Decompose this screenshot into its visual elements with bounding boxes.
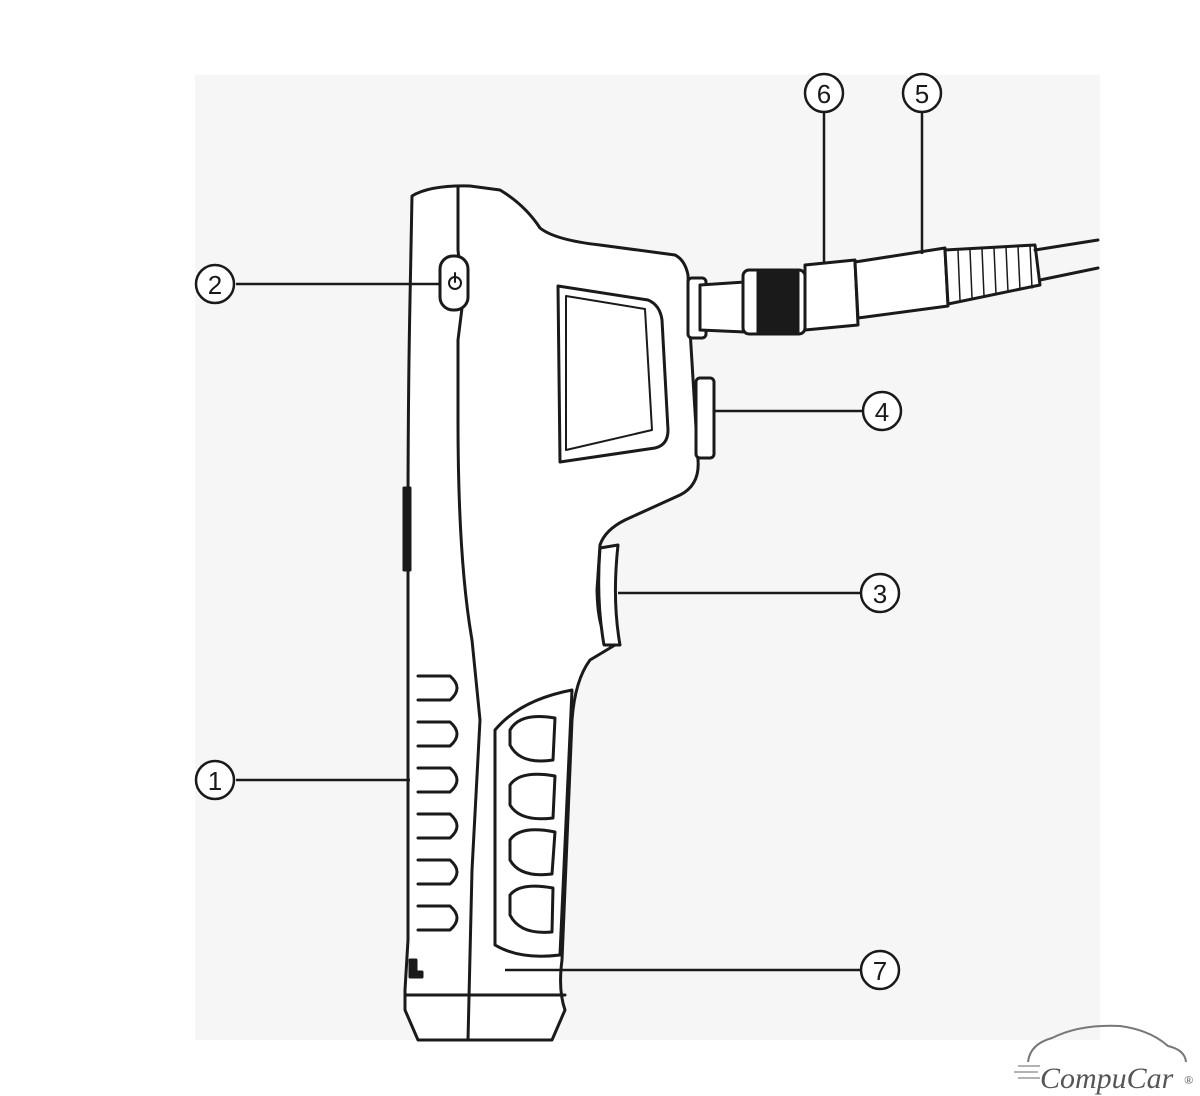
callout-6: 6 — [803, 72, 845, 114]
side-port — [402, 486, 412, 572]
rear-grip-panel — [493, 688, 574, 958]
callout-1: 1 — [194, 759, 236, 801]
callout-6-label: 6 — [817, 79, 831, 109]
callout-5-label: 5 — [915, 79, 929, 109]
knurl-band — [756, 270, 800, 334]
callout-3-label: 3 — [873, 579, 887, 609]
strain-relief — [943, 243, 1042, 306]
callout-4-label: 4 — [875, 397, 889, 427]
car-silhouette-icon — [1027, 1024, 1187, 1063]
screen-inner — [565, 295, 653, 451]
logo-registered-mark: ® — [1184, 1073, 1193, 1087]
paper-background — [195, 75, 1100, 1040]
callout-1-label: 1 — [208, 766, 222, 796]
callout-7: 7 — [859, 949, 901, 991]
strain-relief-texture — [957, 244, 1033, 301]
body-seam — [456, 184, 482, 1042]
logo-text: CompuCar — [1040, 1062, 1174, 1095]
trigger — [597, 543, 622, 647]
lower-side-button — [694, 376, 716, 460]
left-grip-ribs — [416, 674, 459, 932]
callouts: 2 1 6 5 4 3 7 — [194, 72, 943, 991]
callout-5: 5 — [901, 72, 943, 114]
callout-4: 4 — [861, 390, 903, 432]
probe-cable — [1033, 238, 1100, 282]
leader-lines — [236, 112, 924, 972]
rear-grip-ribs — [508, 715, 557, 934]
power-button — [438, 254, 470, 312]
callout-3: 3 — [859, 572, 901, 614]
small-switch — [408, 958, 424, 979]
connector-collar — [803, 258, 860, 332]
speed-lines-icon — [1014, 1065, 1040, 1079]
screen-frame — [556, 284, 670, 464]
connector-sleeve — [853, 246, 950, 320]
callout-7-label: 7 — [873, 956, 887, 986]
probe-neck — [698, 280, 747, 334]
compucar-logo: CompuCar ® — [1014, 1024, 1193, 1095]
inspection-camera — [402, 184, 1100, 1042]
callout-2-label: 2 — [208, 270, 222, 300]
callout-2: 2 — [194, 263, 236, 305]
